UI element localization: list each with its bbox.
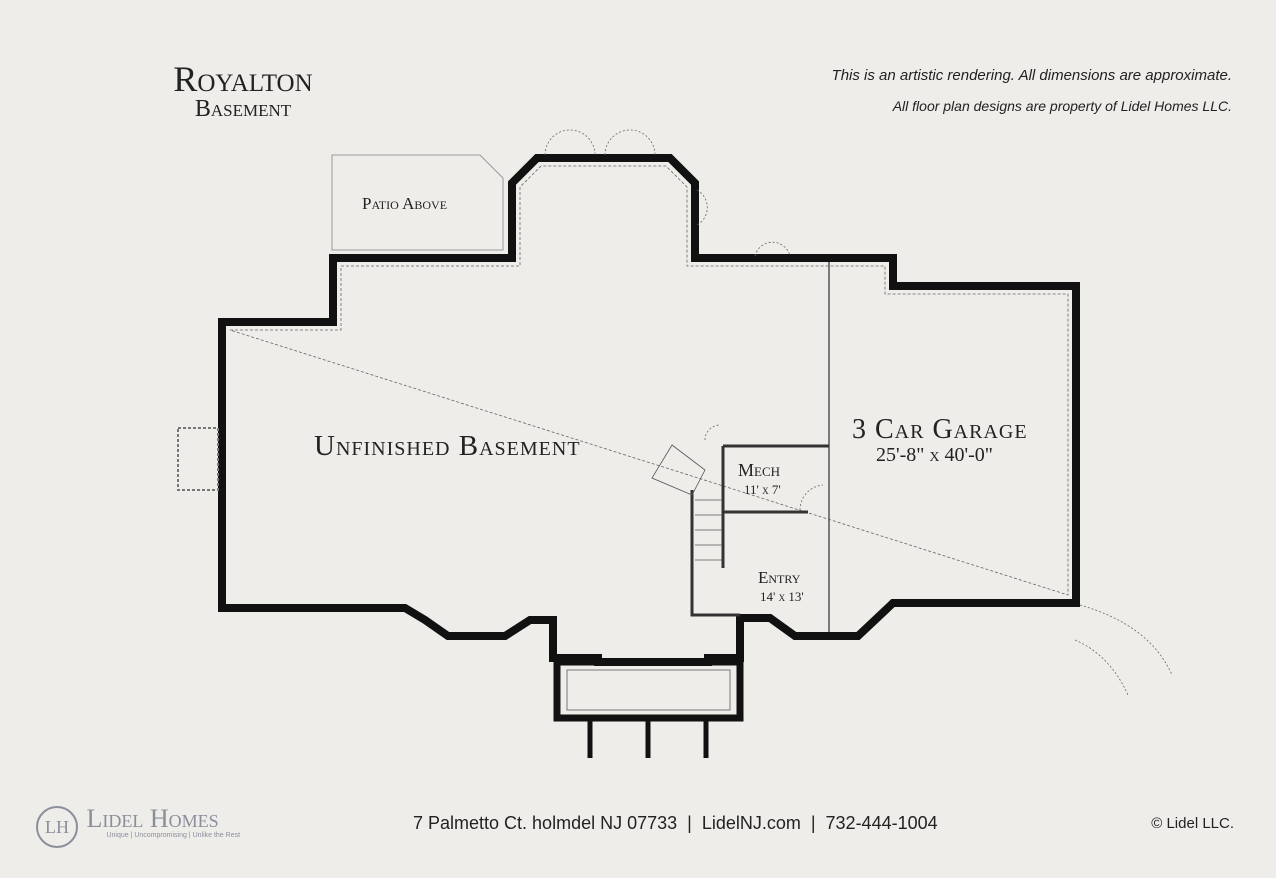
copyright: © Lidel LLC. [1151,815,1234,832]
logo-mark: LH [36,806,78,848]
disclaimer-rendering: This is an artistic rendering. All dimen… [831,67,1232,84]
logo-tagline: Unique | Uncompromising | Unlike the Res… [106,832,241,839]
logo-name: Lidel Homes [86,804,219,833]
mech-label: Mech [738,460,781,480]
disclaimer-property: All floor plan designs are property of L… [892,98,1232,114]
plan-title: Royalton [173,59,313,99]
inner-wall-line [229,165,1069,596]
porch-steps [587,718,709,758]
stairs [651,444,722,561]
outer-wall [218,154,1080,666]
doors [544,129,1173,696]
mech-entry-walls [690,444,829,617]
window-well [177,427,219,491]
basement-label: Unfinished Basement [314,430,581,462]
entry-size: 14' x 13' [760,589,804,604]
patio-outline [331,154,504,251]
footer-contact: 7 Palmetto Ct. holmdel NJ 07733 | LidelN… [413,813,938,833]
plan-subtitle: Basement [194,96,292,122]
garage-label: 3 Car Garage [852,414,1028,445]
lidel-logo: LH Lidel Homes Unique | Uncompromising |… [36,806,240,848]
patio-label: Patio Above [362,194,448,213]
garage-size: 25'-8" x 40'-0" [876,444,993,466]
entry-label: Entry [758,568,801,587]
mech-size: 11' x 7' [744,482,781,497]
